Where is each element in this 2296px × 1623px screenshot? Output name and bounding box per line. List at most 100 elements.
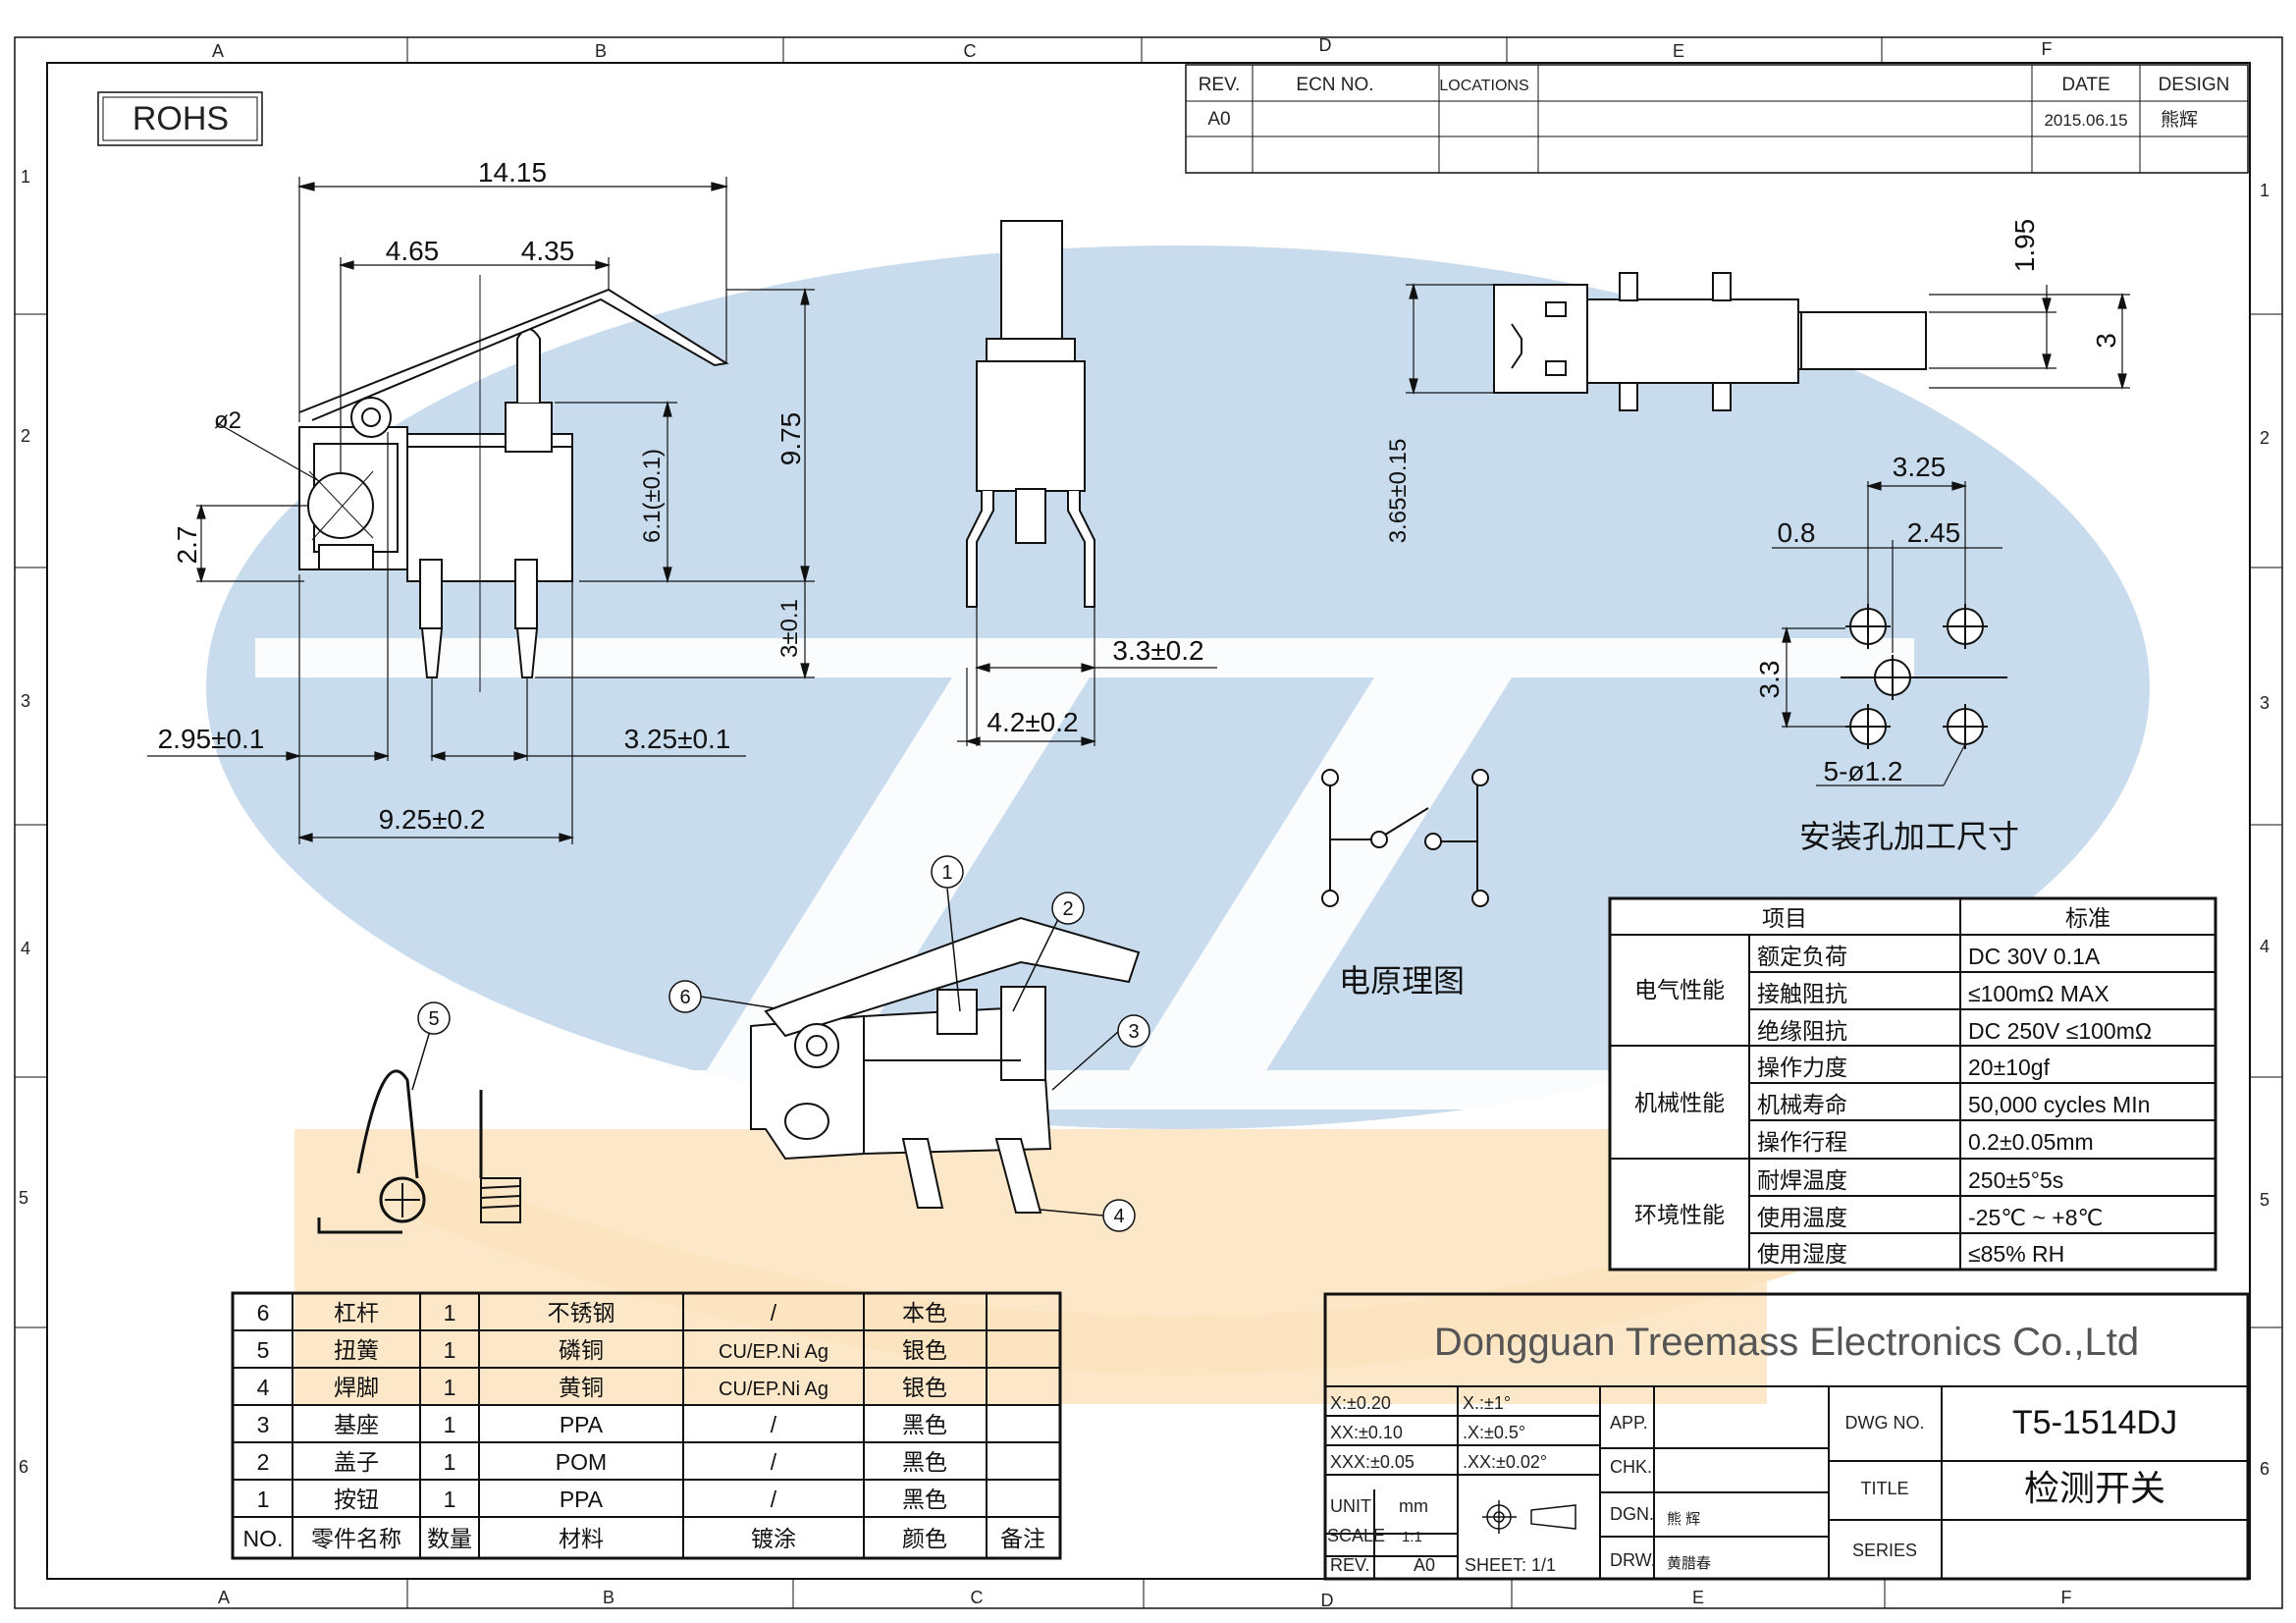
- dim-4-65: 4.65: [386, 236, 440, 266]
- top-view-drawing: [1493, 272, 1927, 411]
- company-name: Dongguan Treemass Electronics Co.,Ltd: [1434, 1321, 2139, 1364]
- dim-4-35: 4.35: [521, 236, 575, 266]
- spec-value: 20±10gf: [1968, 1055, 2051, 1080]
- drawing-title: 检测开关: [2024, 1468, 2165, 1508]
- col-label-bottom: F: [2061, 1588, 2072, 1607]
- rev-header: REV.: [1199, 75, 1241, 95]
- bom-cell: 黄铜: [559, 1375, 604, 1400]
- bom-cell: 1: [444, 1300, 456, 1325]
- spec-item: 使用湿度: [1757, 1241, 1847, 1267]
- rev-value: A0: [1414, 1555, 1435, 1575]
- rev-header: LOCATIONS: [1439, 78, 1528, 94]
- bom-cell: /: [771, 1449, 777, 1475]
- tol-linear: X:±0.20: [1330, 1393, 1391, 1413]
- bom-header: 备注: [1000, 1526, 1045, 1551]
- dim-3: 3±0.1: [776, 599, 803, 658]
- scale-value: 1:1: [1402, 1529, 1422, 1545]
- bom-cell: 5: [257, 1337, 270, 1363]
- spec-item: 操作力度: [1757, 1055, 1847, 1080]
- dim-hole-dia: 5-ø1.2: [1824, 756, 1903, 786]
- scale-label: SCALE: [1327, 1526, 1385, 1545]
- bom-table: 6 杠杆 1 不锈钢 / 本色 5 扭簧 1 磷铜 CU/EP.Ni Ag 银色…: [231, 1291, 1062, 1560]
- dim-3-top: 3: [2091, 333, 2121, 349]
- tol-linear: XX:±0.10: [1330, 1423, 1403, 1442]
- spec-item: 操作行程: [1757, 1129, 1847, 1155]
- col-label-top: B: [595, 41, 607, 61]
- front-view-dims: [957, 607, 1217, 746]
- col-label-top: C: [964, 41, 977, 61]
- bom-cell: /: [771, 1412, 777, 1437]
- bom-cell: 银色: [902, 1337, 947, 1363]
- bom-cell: PPA: [560, 1412, 604, 1437]
- col-label-top: E: [1673, 41, 1684, 61]
- dwg-number: T5-1514DJ: [2012, 1404, 2177, 1441]
- spec-group: 电气性能: [1634, 977, 1725, 1002]
- hole-layout-drawing: [1841, 604, 2007, 749]
- bom-header: 材料: [559, 1526, 604, 1551]
- col-label-bottom: C: [971, 1588, 984, 1607]
- iso-view-drawing: [750, 916, 1141, 1214]
- dim-2-7: 2.7: [172, 526, 202, 565]
- spec-value: DC 250V ≤100mΩ: [1968, 1018, 2152, 1044]
- bom-cell: 磷铜: [559, 1337, 604, 1363]
- spec-header-item: 项目: [1762, 905, 1807, 931]
- bom-cell: 黑色: [902, 1449, 947, 1475]
- bom-cell: /: [771, 1300, 777, 1325]
- chk-label: CHK.: [1610, 1457, 1652, 1477]
- bom-cell: 基座: [334, 1412, 379, 1437]
- dim-9-25: 9.25±0.2: [379, 804, 486, 835]
- rev-header: DATE: [2061, 75, 2109, 95]
- spec-value: ≤85% RH: [1968, 1241, 2064, 1267]
- spec-value: 0.2±0.05mm: [1968, 1129, 2094, 1155]
- spec-value: ≤100mΩ MAX: [1968, 981, 2109, 1006]
- spec-header-standard: 标准: [2065, 905, 2110, 931]
- balloon-5: 5: [428, 1008, 439, 1030]
- drw-label: DRW.: [1610, 1550, 1656, 1570]
- bom-header: 颜色: [902, 1526, 947, 1551]
- row-label-left: 1: [21, 167, 30, 187]
- series-label: SERIES: [1852, 1541, 1917, 1560]
- schematic-caption: 电原理图: [1339, 963, 1465, 999]
- row-label-left: 6: [19, 1457, 28, 1477]
- spec-group: 环境性能: [1634, 1202, 1725, 1227]
- rev-cell: A0: [1207, 109, 1230, 130]
- row-label-right: 2: [2260, 428, 2269, 448]
- side-view-drawing: [298, 275, 729, 692]
- dim-3-25: 3.25±0.1: [624, 724, 731, 754]
- col-label-top: D: [1319, 35, 1332, 55]
- hole-layout-caption: 安装孔加工尺寸: [1799, 819, 2019, 854]
- row-label-left: 5: [19, 1188, 28, 1208]
- drawing-frame: [14, 36, 2283, 1609]
- bom-cell: 3: [257, 1412, 270, 1437]
- tol-angle: .X:±0.5°: [1463, 1423, 1525, 1442]
- bom-cell: /: [771, 1487, 777, 1512]
- col-label-top: A: [212, 41, 224, 61]
- dwg-no-label: DWG NO.: [1845, 1413, 1925, 1433]
- spec-item: 绝缘阻抗: [1757, 1018, 1847, 1044]
- spec-table: 项目 标准 电气性能 机械性能 环境性能 额定负荷 接触阻抗 绝缘阻抗 操作力度…: [1608, 896, 2217, 1271]
- bom-cell: 1: [444, 1412, 456, 1437]
- spec-value: 50,000 cycles MIn: [1968, 1092, 2150, 1117]
- bom-cell: 本色: [902, 1300, 947, 1325]
- spec-item: 接触阻抗: [1757, 981, 1847, 1006]
- rev-header: DESIGN: [2159, 75, 2230, 95]
- projection-symbol: [1482, 1500, 1576, 1534]
- dgn-label: DGN.: [1610, 1504, 1654, 1524]
- rev-header: ECN NO.: [1296, 75, 1373, 95]
- dim-hole-0-8: 0.8: [1778, 517, 1816, 548]
- bom-header: 零件名称: [311, 1526, 401, 1551]
- dim-3-65: 3.65±0.15: [1385, 439, 1412, 544]
- part-balloons: [411, 855, 1150, 1232]
- row-label-left: 3: [21, 691, 30, 711]
- dim-2-95: 2.95±0.1: [158, 724, 265, 754]
- spec-item: 额定负荷: [1757, 944, 1847, 969]
- bom-cell: 1: [444, 1449, 456, 1475]
- row-label-right: 4: [2260, 937, 2269, 956]
- revision-table: REV. ECN NO. LOCATIONS DATE DESIGN A0 20…: [1185, 64, 2249, 174]
- col-label-bottom: A: [218, 1588, 230, 1607]
- bom-cell: 2: [257, 1449, 270, 1475]
- rohs-label: ROHS: [133, 100, 229, 137]
- dim-4-2: 4.2±0.2: [987, 707, 1078, 737]
- bom-cell: 扭簧: [334, 1337, 379, 1363]
